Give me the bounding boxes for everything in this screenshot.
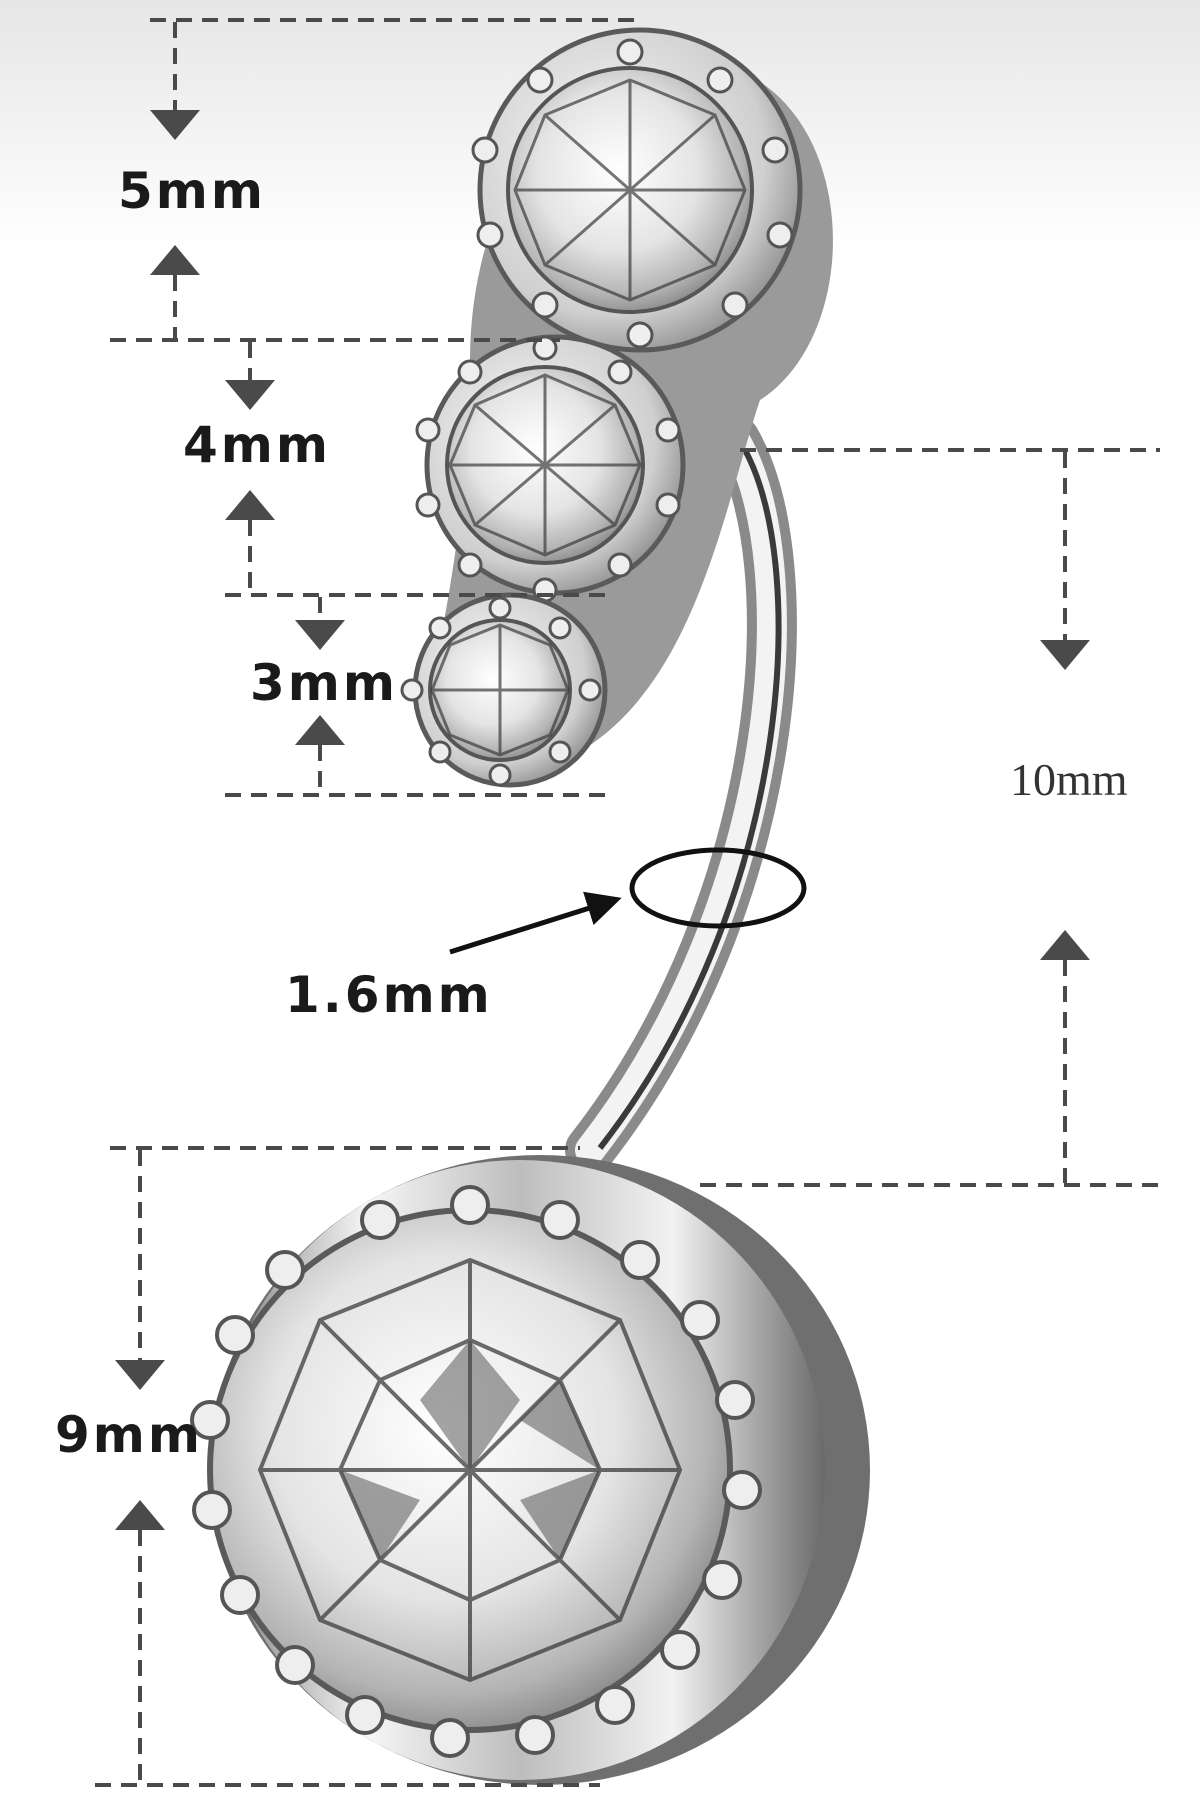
dimension-arrow-down-icon bbox=[295, 620, 345, 650]
dimension-arrow-down-icon bbox=[150, 110, 200, 140]
small-gem bbox=[400, 592, 608, 788]
dimension-arrow-up-icon bbox=[295, 715, 345, 745]
bottom-gem bbox=[207, 1207, 733, 1733]
dimension-arrow-up-icon bbox=[225, 490, 275, 520]
pointer-arrow-icon bbox=[449, 891, 622, 955]
dimension-arrow-down-icon bbox=[115, 1360, 165, 1390]
bottom-gem-prongs bbox=[190, 1185, 762, 1758]
top-gem bbox=[471, 27, 803, 353]
middle-gem-height-label: 4mm bbox=[183, 416, 331, 474]
dimension-arrow-down-icon bbox=[1040, 640, 1090, 670]
top-gem-height-label: 5mm bbox=[118, 162, 266, 220]
bar-thickness-label: 1.6mm bbox=[285, 966, 493, 1024]
bar-thickness-ring bbox=[629, 847, 807, 929]
bottom-gem-height-label: 9mm bbox=[55, 1406, 203, 1464]
curved-bar-highlight bbox=[575, 425, 787, 1165]
dimension-arrow-up-icon bbox=[150, 245, 200, 275]
dimension-lines bbox=[95, 18, 1160, 1787]
dimension-labels: 5mm 4mm 3mm 1.6mm 10mm 9mm bbox=[55, 162, 1128, 1464]
dimension-arrow-up-icon bbox=[1040, 930, 1090, 960]
dimension-arrow-up-icon bbox=[115, 1500, 165, 1530]
dimension-arrowheads bbox=[115, 110, 1090, 1530]
belly-ring-illustration bbox=[190, 27, 870, 1785]
middle-gem bbox=[415, 334, 686, 603]
dimension-arrow-down-icon bbox=[225, 380, 275, 410]
small-gem-height-label: 3mm bbox=[250, 654, 398, 712]
bar-length-label: 10mm bbox=[1010, 754, 1128, 805]
curved-bar-shadow-line bbox=[597, 448, 782, 1150]
